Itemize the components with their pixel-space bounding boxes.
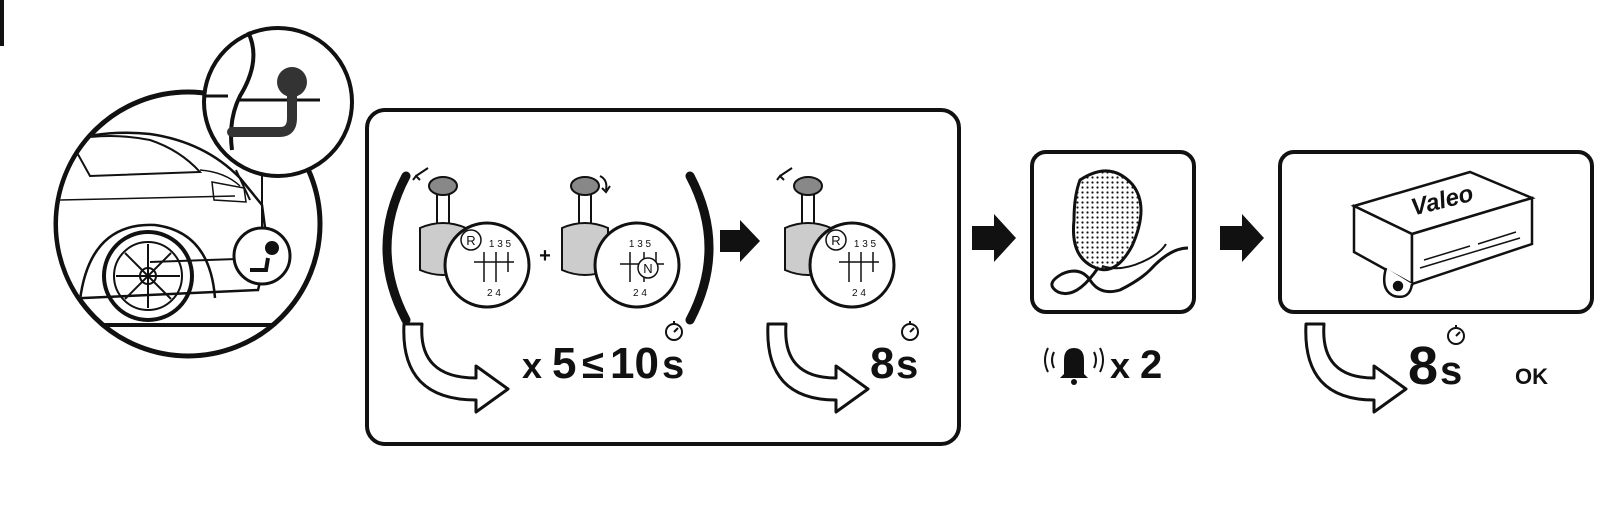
car-wheel (102, 230, 194, 322)
gear-bottom-numbers: 2 4 (633, 288, 647, 299)
left-parenthesis (382, 171, 411, 325)
beep-count: 2 (1140, 343, 1162, 387)
repeat-times-symbol: x (522, 345, 542, 386)
right-parenthesis (685, 171, 714, 325)
right-arrow-icon (1220, 214, 1264, 262)
tow-hook-icon (227, 67, 307, 137)
gear-pattern-icon: R 1 3 5 2 4 (808, 221, 896, 309)
gear-pattern-icon: R 1 3 5 2 4 (443, 221, 531, 309)
gear-neutral-label: N (643, 261, 652, 276)
page-edge-mark (0, 0, 4, 46)
stopwatch-icon (901, 321, 919, 341)
seconds-unit: s (662, 343, 684, 387)
gear-reverse-label: R (466, 233, 475, 248)
final-time-value: 8 (1408, 336, 1438, 396)
curved-arrow-icon (1304, 322, 1408, 414)
gear-pattern-icon: 1 3 5 N 2 4 (593, 221, 681, 309)
curved-arrow-icon (402, 322, 510, 414)
seconds-unit: s (1440, 349, 1462, 393)
gear-bottom-numbers: 2 4 (487, 288, 501, 299)
right-arrow-icon (972, 214, 1016, 262)
gear-top-numbers: 1 3 5 (489, 239, 512, 250)
buzzer-icon (1050, 169, 1189, 295)
gear-top-numbers: 1 3 5 (629, 239, 652, 250)
stopwatch-icon (1447, 325, 1465, 345)
tow-hook-zoom (202, 26, 354, 201)
curved-arrow-icon (766, 322, 870, 414)
right-arrow-icon (720, 220, 760, 262)
repeat-count: 5 (552, 339, 576, 388)
hook-callout-small (232, 226, 292, 286)
gear-top-numbers: 1 3 5 (854, 239, 877, 250)
bell-icon (1044, 347, 1104, 385)
hold-time-value: 8 (870, 339, 894, 388)
beep-times-symbol: x (1110, 345, 1130, 386)
gear-bottom-numbers: 2 4 (852, 288, 866, 299)
ok-label: OK (1515, 364, 1548, 389)
less-equal-symbol: ≤ (582, 343, 604, 387)
plus-sign: + (539, 245, 551, 267)
gear-reverse-label: R (831, 233, 840, 248)
tow-hook-icon (250, 241, 279, 272)
control-module-icon: Valeo (1350, 170, 1536, 298)
stopwatch-icon (665, 321, 683, 341)
seconds-unit: s (896, 343, 918, 387)
time-limit-value: 10 (610, 339, 659, 388)
